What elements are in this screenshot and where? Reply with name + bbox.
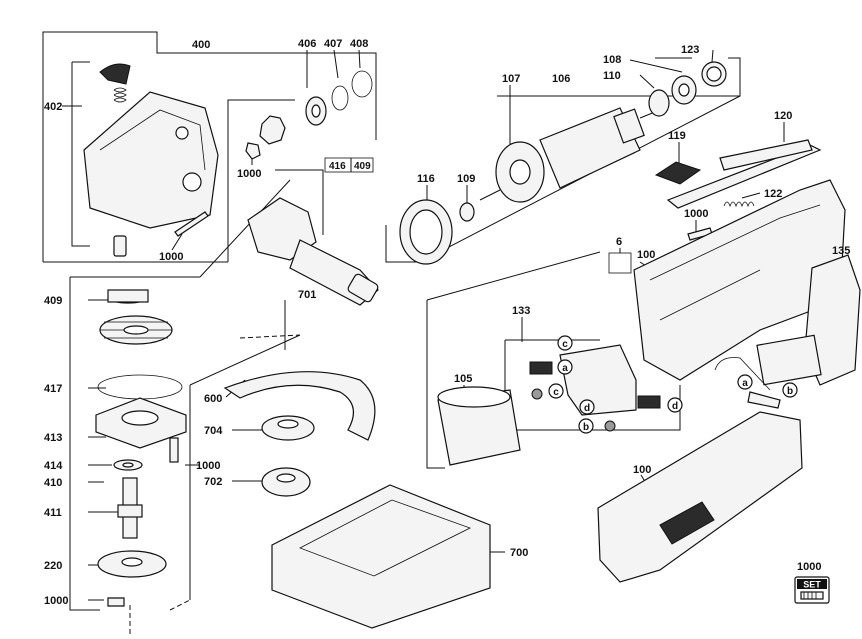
label-600: 600	[204, 393, 222, 405]
label-119: 119	[668, 130, 686, 142]
parts	[83, 61, 861, 629]
label-100-a: 100	[637, 249, 655, 261]
label-400: 400	[192, 39, 210, 51]
label-106: 106	[552, 73, 570, 85]
callout-b-2: b	[787, 386, 793, 397]
label-408: 408	[350, 38, 368, 50]
label-109: 109	[457, 173, 475, 185]
callout-b-1: b	[583, 422, 589, 433]
letter-callouts: c a c d b d a b	[548, 335, 798, 434]
label-1000-e: 1000	[684, 208, 708, 220]
callout-d-1: d	[584, 403, 590, 414]
label-1000-f: 1000	[797, 561, 821, 573]
label-107: 107	[502, 73, 520, 85]
label-411: 411	[44, 507, 62, 519]
set-badge-text: SET	[803, 580, 821, 590]
label-413: 413	[44, 432, 62, 444]
label-416: 416	[329, 161, 346, 172]
label-409-b: 409	[44, 295, 62, 307]
label-417: 417	[44, 383, 62, 395]
label-406: 406	[298, 38, 316, 50]
callout-a-1: a	[562, 363, 568, 374]
callout-d-2: d	[672, 401, 678, 412]
label-700: 700	[510, 547, 528, 559]
label-122: 122	[764, 188, 782, 200]
label-704: 704	[204, 425, 223, 437]
label-409-a: 409	[354, 161, 371, 172]
label-100-b: 100	[633, 464, 651, 476]
part-labels: 400 402 406 407 408 416 409 1000 1000 70…	[44, 38, 850, 607]
label-120: 120	[774, 110, 792, 122]
callout-c-1: c	[562, 339, 568, 350]
label-6: 6	[616, 236, 622, 248]
label-701: 701	[298, 289, 316, 301]
label-105: 105	[454, 373, 472, 385]
label-123: 123	[681, 44, 699, 56]
label-407: 407	[324, 38, 342, 50]
label-108: 108	[603, 54, 621, 66]
label-1000-a: 1000	[237, 168, 261, 180]
set-badge: SET	[797, 579, 827, 600]
label-220: 220	[44, 560, 62, 572]
label-133: 133	[512, 305, 530, 317]
label-402: 402	[44, 101, 62, 113]
callout-a-2: a	[742, 378, 748, 389]
label-1000-d: 1000	[44, 595, 68, 607]
label-116: 116	[417, 173, 435, 185]
label-1000-c: 1000	[196, 460, 220, 472]
label-414: 414	[44, 460, 63, 472]
callout-c-2: c	[553, 387, 559, 398]
label-702: 702	[204, 476, 222, 488]
label-1000-b: 1000	[159, 251, 183, 263]
label-410: 410	[44, 477, 62, 489]
label-135: 135	[832, 245, 850, 257]
label-110: 110	[603, 70, 621, 82]
